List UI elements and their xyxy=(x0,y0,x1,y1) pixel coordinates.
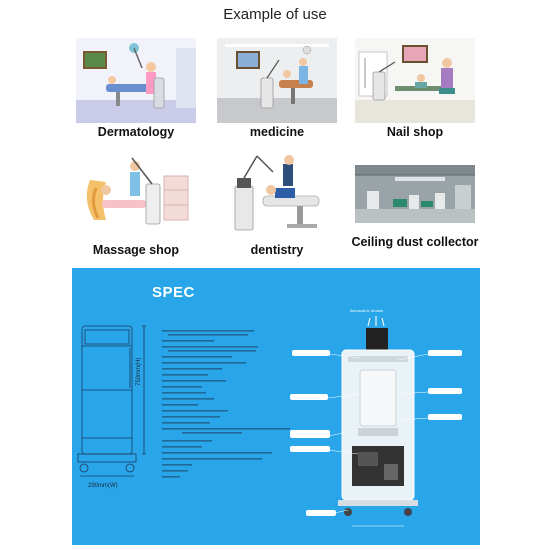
machine-outline-drawing xyxy=(77,325,146,477)
aerosols-callout: Aerosols & viruses xyxy=(350,308,384,313)
spec-text-block xyxy=(162,330,290,478)
caption-massage-shop: Massage shop xyxy=(92,243,180,257)
caption-medicine: medicine xyxy=(249,125,305,139)
ceiling-dust-collector-illustration xyxy=(355,165,475,223)
dentistry-illustration xyxy=(217,150,337,235)
medicine-illustration xyxy=(217,38,337,123)
nail-shop-illustration xyxy=(355,38,475,123)
caption-dentistry: dentistry xyxy=(250,243,304,257)
caption-ceiling-dust-collector: Ceiling dust collector xyxy=(351,235,479,249)
caption-nail-shop: Nail shop xyxy=(386,125,444,139)
caption-dermatology: Dermatology xyxy=(97,125,175,139)
spec-panel: SPEC 750mm(H) 290mm(W) xyxy=(72,268,480,545)
page-title: Example of use xyxy=(223,6,327,23)
width-dimension-label: 290mm(W) xyxy=(88,483,118,489)
dermatology-illustration xyxy=(76,38,196,123)
spec-title: SPEC xyxy=(152,284,195,301)
massage-shop-illustration xyxy=(76,150,196,235)
machine-cutaway-diagram xyxy=(290,316,462,527)
height-dimension-label: 750mm(H) xyxy=(136,357,142,386)
